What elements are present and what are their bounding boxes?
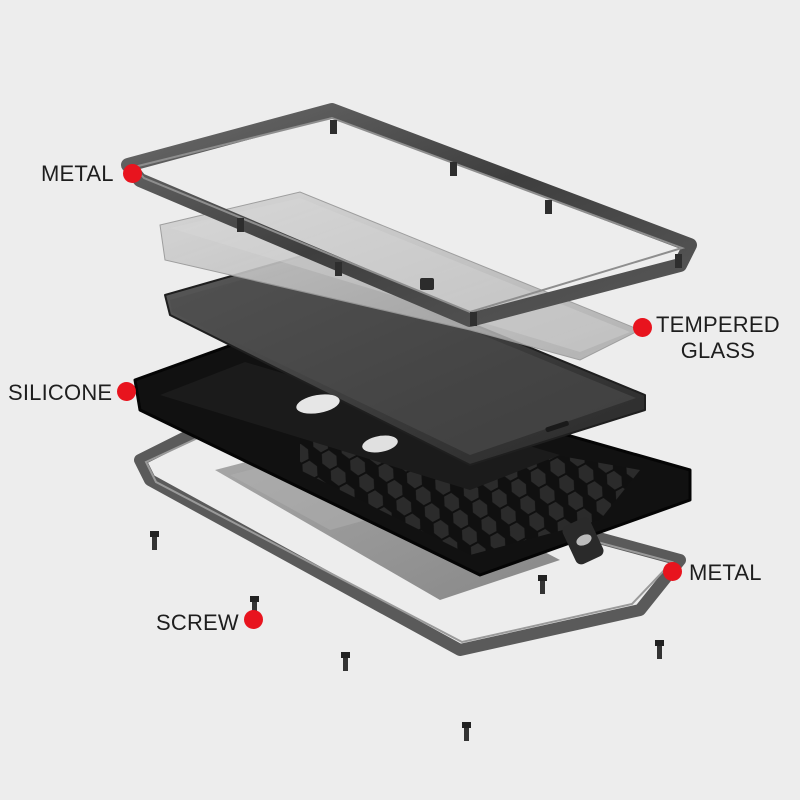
label-tempered-line1: TEMPERED (656, 312, 780, 337)
red-dot-icon (663, 562, 682, 581)
label-silicone: SILICONE (8, 380, 113, 405)
red-dot-icon (117, 382, 136, 401)
screw-icon (150, 531, 159, 550)
red-dot-icon (244, 610, 263, 629)
screw-icon (341, 652, 350, 671)
label-metal-top: METAL (41, 161, 114, 186)
label-tempered-glass: TEMPERED GLASS (656, 312, 780, 364)
red-dot-icon (633, 318, 652, 337)
label-metal-bottom: METAL (689, 560, 762, 585)
label-screw: SCREW (156, 610, 239, 635)
screw-icon (250, 596, 259, 615)
label-tempered-line2: GLASS (680, 338, 756, 363)
top-metal-frame (121, 103, 697, 327)
red-dot-icon (123, 164, 142, 183)
screw-icon (462, 722, 471, 741)
screw-icon (655, 640, 664, 659)
screw-icon (538, 575, 547, 594)
